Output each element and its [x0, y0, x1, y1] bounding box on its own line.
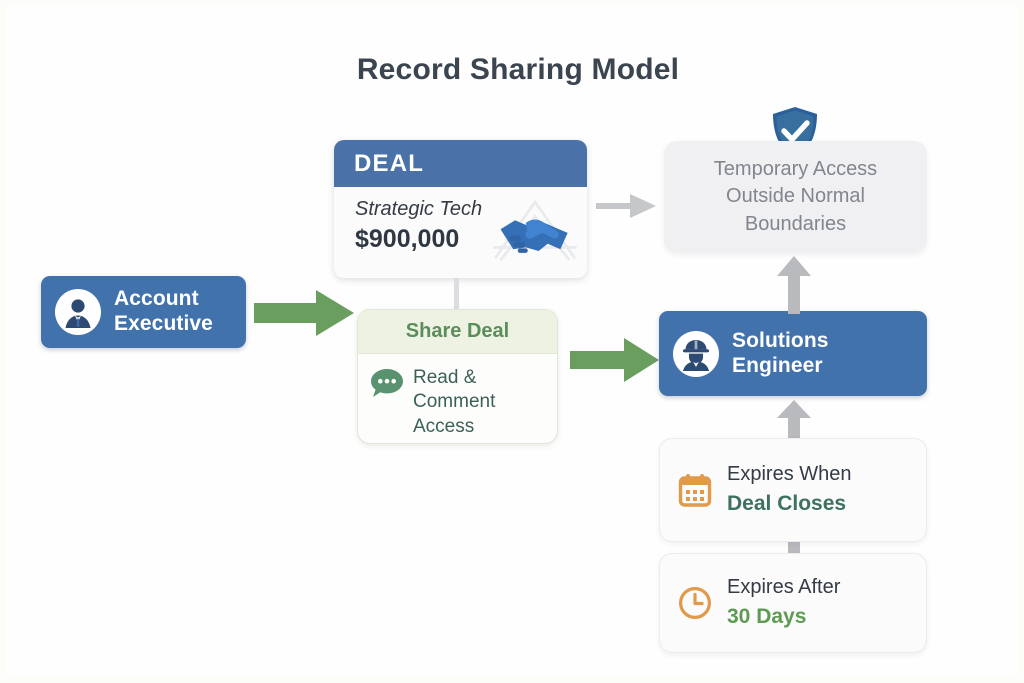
node-solutions-engineer[interactable]: Solutions Engineer: [659, 311, 927, 396]
chat-bubble-icon: [371, 369, 403, 397]
label-line-1: Account: [114, 287, 199, 311]
expiry-text: Expires When Deal Closes: [727, 462, 852, 517]
arrow-account-executive-to-share-deal: [254, 290, 354, 336]
temp-access-line-2: Outside Normal: [726, 185, 865, 208]
card-deal[interactable]: DEAL Strategic Tech $900,000: [334, 140, 587, 278]
temp-access-line-1: Temporary Access: [713, 157, 878, 180]
card-share-deal[interactable]: Share Deal Read & Comment Access: [357, 309, 558, 444]
expiry-accent-text: Deal Closes: [727, 492, 847, 516]
label-line-2: Engineer: [732, 353, 823, 377]
arrow-expires-when-to-solutions-engineer: [777, 400, 811, 442]
node-account-executive[interactable]: Account Executive: [41, 276, 246, 348]
access-line-2: Comment: [413, 391, 496, 413]
share-deal-header: Share Deal: [358, 310, 557, 354]
expiry-accent-text: 30 Days: [727, 605, 807, 629]
calendar-icon: [678, 474, 712, 507]
page-title: Record Sharing Model: [356, 53, 680, 86]
temp-access-line-3: Boundaries: [744, 212, 847, 235]
connector-deal-to-share-deal: [454, 278, 459, 310]
deal-amount: $900,000: [355, 225, 460, 253]
access-line-1: Read &: [413, 367, 477, 388]
label-line-2: Executive: [114, 312, 213, 335]
expiry-primary-text: Expires After: [727, 576, 841, 599]
label-line-1: Solutions: [732, 328, 829, 352]
card-expires-after-30-days[interactable]: Expires After 30 Days: [659, 553, 927, 653]
access-line-3: Access: [413, 415, 475, 437]
card-expires-when-deal-closes[interactable]: Expires When Deal Closes: [659, 438, 927, 542]
clock-icon: [679, 587, 711, 619]
node-label: Account Executive: [114, 287, 225, 336]
handshake-icon: [493, 199, 577, 261]
deal-name: Strategic Tech: [355, 198, 483, 220]
hard-hat-worker-icon: [673, 330, 719, 377]
temporary-access-text: Temporary Access Outside Normal Boundari…: [700, 156, 891, 239]
arrow-deal-to-temporary-access: [596, 194, 656, 218]
deal-card-header: DEAL: [334, 140, 587, 187]
deal-card-body: Strategic Tech $900,000: [334, 187, 587, 278]
share-deal-access-text: Read & Comment Access: [413, 366, 495, 439]
share-deal-header-label: Share Deal: [405, 320, 510, 342]
share-deal-body: Read & Comment Access: [358, 354, 557, 439]
arrow-solutions-engineer-to-temporary-access: [777, 256, 811, 314]
expiry-text: Expires After 30 Days: [727, 575, 840, 630]
user-avatar-icon: [55, 289, 101, 335]
card-temporary-access[interactable]: Temporary Access Outside Normal Boundari…: [664, 141, 927, 253]
arrow-share-deal-to-solutions-engineer: [570, 338, 659, 382]
node-label: Solutions Engineer: [732, 329, 841, 378]
deal-header-label: DEAL: [354, 149, 425, 177]
expiry-primary-text: Expires When: [727, 463, 852, 486]
